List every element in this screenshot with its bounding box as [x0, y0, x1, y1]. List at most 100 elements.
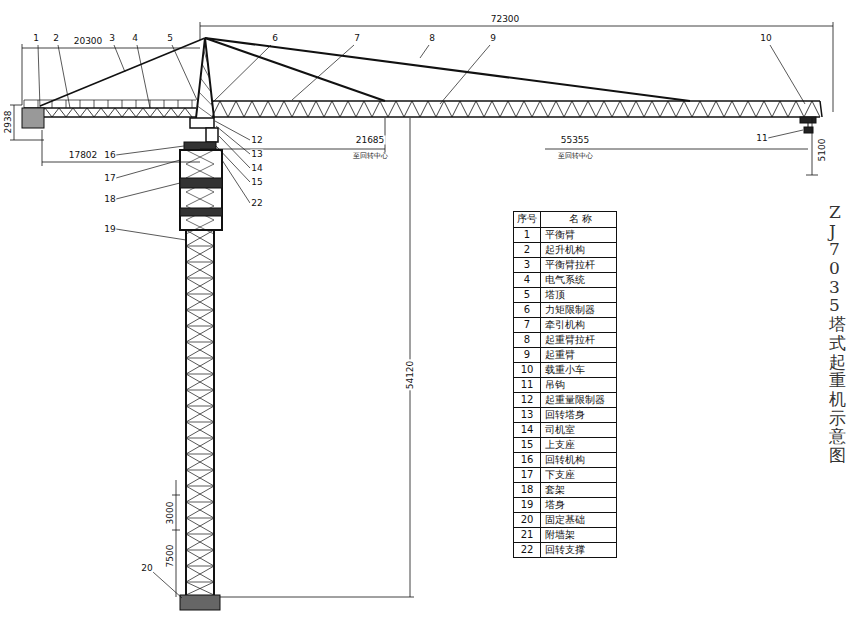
mast-bracing	[186, 486, 214, 487]
mast-bracing	[186, 230, 214, 246]
table-index-cell: 6	[514, 303, 541, 317]
callout-number: 1	[32, 34, 40, 43]
counter-jib-truss	[73, 108, 80, 117]
mast-bracing	[186, 390, 214, 406]
callout-number: 15	[250, 178, 263, 187]
table-index-cell: 3	[514, 258, 541, 272]
mast-bracing	[186, 454, 214, 455]
mast-bracing	[186, 422, 214, 438]
jib-truss	[420, 101, 428, 117]
mast-bracing	[186, 470, 214, 486]
jib-truss	[684, 101, 692, 117]
callout-number: 5	[166, 34, 174, 43]
frame-bracing	[186, 220, 214, 234]
mast-bracing	[186, 390, 214, 391]
jib-truss	[764, 101, 772, 117]
counter-jib-truss	[24, 116, 196, 118]
mast-bracing	[186, 566, 214, 567]
table-index-cell: 14	[514, 423, 541, 437]
jib-truss	[772, 101, 780, 117]
frame-bracing	[186, 164, 214, 178]
table-index-cell: 10	[514, 363, 541, 377]
mast-bracing	[186, 278, 214, 294]
mast-bracing	[186, 566, 214, 582]
mast-bracing	[186, 374, 214, 375]
mast-bracing	[186, 406, 214, 422]
counter-jib-truss	[157, 108, 164, 117]
jib-truss	[516, 101, 524, 117]
table-name-cell: 司机室	[541, 423, 616, 437]
mast-bracing	[186, 358, 214, 374]
parts-table: 序号名 称1平衡臂2起升机构3平衡臂拉杆4电气系统5塔顶6力矩限制器7牵引机构8…	[513, 211, 617, 558]
mast-bracing	[186, 550, 214, 566]
table-index-cell: 19	[514, 498, 541, 512]
tower-head-bracing	[197, 106, 214, 118]
callout-number: 10	[759, 34, 772, 43]
jib-truss	[348, 101, 356, 117]
table-row: 10载重小车	[514, 362, 616, 377]
tower-head	[196, 38, 214, 118]
table-row: 14司机室	[514, 422, 616, 437]
mast-bracing	[186, 342, 214, 358]
jib-truss	[372, 101, 380, 117]
jib-truss	[812, 101, 820, 117]
jib-truss	[556, 101, 564, 117]
mast-bracing	[186, 502, 214, 518]
table-row: 8起重臂拉杆	[514, 332, 616, 347]
mast-bracing	[186, 374, 214, 390]
counter-jib-railing	[164, 100, 165, 108]
jib-truss	[700, 101, 708, 117]
jib-truss	[612, 101, 620, 117]
counter-jib-railing	[24, 100, 25, 108]
table-name-cell: 平衡臂	[541, 228, 616, 242]
table-row: 15上支座	[514, 437, 616, 452]
mast-bracing	[186, 310, 214, 326]
table-name-cell: 套架	[541, 483, 616, 497]
table-index-cell: 13	[514, 408, 541, 422]
jib-truss	[484, 101, 492, 117]
jib-truss	[492, 101, 500, 117]
mast-bracing	[186, 374, 214, 390]
jib-truss	[332, 101, 340, 117]
table-name-cell: 起重臂拉杆	[541, 333, 616, 347]
jib-truss	[564, 101, 572, 117]
jib-truss	[244, 101, 252, 117]
jib-truss	[444, 101, 452, 117]
mast-bracing	[186, 582, 214, 583]
jib-truss	[540, 101, 548, 117]
mast-bracing	[186, 326, 214, 342]
leader-lines	[38, 45, 805, 598]
table-row: 20固定基础	[514, 512, 616, 527]
jib-truss	[676, 101, 684, 117]
mast-bracing	[186, 582, 214, 595]
jib-truss	[500, 101, 508, 117]
counter-jib-railing	[94, 100, 95, 108]
jib-truss	[644, 101, 652, 117]
mast-bracing	[186, 454, 214, 470]
table-index-cell: 8	[514, 333, 541, 347]
counter-jib-railing	[192, 100, 193, 108]
mast-bracing	[186, 502, 214, 503]
jib-truss	[524, 101, 532, 117]
table-name-cell: 回转机构	[541, 453, 616, 467]
jib-truss	[716, 101, 724, 117]
climbing-frame-beam	[180, 208, 222, 216]
mast-bracing	[186, 486, 214, 502]
mast-bracing	[186, 358, 214, 374]
table-row: 4电气系统	[514, 272, 616, 287]
mast-bracing	[186, 534, 214, 535]
jib-truss	[692, 101, 700, 117]
table-index-cell: 17	[514, 468, 541, 482]
frame-bracing	[186, 164, 214, 178]
table-name-cell: 吊钩	[541, 378, 616, 392]
callout-number: 16	[103, 151, 116, 160]
table-index-cell: 18	[514, 483, 541, 497]
jib-truss	[724, 101, 732, 117]
table-row: 16回转机构	[514, 452, 616, 467]
dimension-lines	[10, 22, 833, 597]
jib-truss	[388, 101, 396, 117]
jib-truss	[468, 101, 476, 117]
callout-number: 22	[250, 199, 263, 208]
dimension-label: 至回转中心	[557, 153, 594, 160]
table-name-cell: 回转支撑	[541, 543, 616, 557]
